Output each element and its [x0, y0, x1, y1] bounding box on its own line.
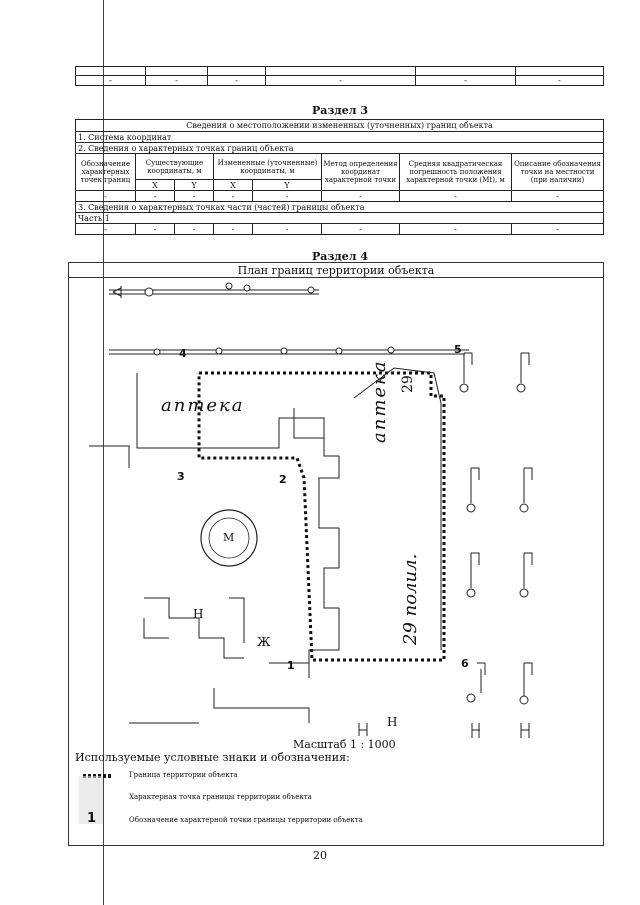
table-cell: - [399, 190, 512, 202]
col-header: Обозначение характерных точек границ [75, 153, 136, 191]
coordinate-system-row: 1. Система координат [74, 131, 605, 143]
table-cell: - [207, 75, 266, 86]
scale-label: Масштаб 1 : 1000 [291, 738, 398, 751]
table-cell: - [265, 75, 416, 86]
map-label-n: Н [387, 715, 398, 729]
plan-frame: План границ территории объекта [68, 262, 604, 846]
legend-title: Используемые условные знаки и обозначени… [75, 751, 350, 764]
table-cell: - [145, 75, 208, 86]
top-table: - - - - - - [75, 66, 604, 86]
section3-title: Сведения о местоположении измененных (ут… [74, 119, 605, 132]
map-label-29-polil: 29 полил. [400, 553, 421, 645]
map-label-apteka: аптека [369, 359, 390, 443]
section4-heading: Раздел 4 [312, 250, 368, 263]
table-cell: - [174, 223, 214, 235]
table-cell: - [321, 223, 400, 235]
binding-margin-line [103, 0, 104, 905]
table-cell: - [515, 75, 604, 86]
characteristic-points-row: 2. Сведения о характерных точках границ … [74, 142, 605, 154]
col-header: Метод определения координат характерной … [321, 153, 400, 191]
part-label: Часть 1 [74, 212, 605, 224]
table-cell: - [135, 190, 175, 202]
point-label-1: 1 [287, 659, 295, 672]
table-cell: - [510, 190, 605, 202]
section3-heading: Раздел 3 [312, 104, 368, 117]
map-label-m: М [223, 531, 235, 544]
point-label-3: 3 [177, 470, 185, 483]
table-cell: - [213, 223, 253, 235]
table-cell: - [75, 75, 146, 86]
table-cell: - [75, 190, 136, 202]
table-cell: - [75, 223, 136, 235]
table-cell: - [321, 190, 400, 202]
part-points-row: 3. Сведения о характерных точках части (… [74, 201, 605, 213]
point-label-5: 5 [454, 343, 462, 356]
col-header: Существующие координаты, м [135, 153, 214, 180]
table-cell: - [510, 223, 605, 235]
table-cell: - [213, 190, 253, 202]
legend-item-boundary: Граница территории объекта [129, 771, 238, 779]
col-subheader-x: X [135, 179, 175, 191]
map-label-apteka: аптека [161, 395, 245, 416]
map-label-29: 29 [400, 375, 416, 393]
legend-point-number: 1 [87, 811, 97, 826]
site-plan-map [89, 282, 533, 738]
section3-table: Сведения о местоположении измененных (ут… [74, 119, 605, 235]
col-header: Измененные (уточненные) координаты, м [213, 153, 322, 180]
page-number: 20 [313, 849, 327, 862]
legend-item-point-label: Обозначение характерной точки границы те… [129, 816, 363, 824]
point-label-4: 4 [179, 347, 187, 360]
legend-point-symbol [79, 776, 103, 824]
point-label-2: 2 [279, 473, 287, 486]
table-cell: - [135, 223, 175, 235]
table-cell: - [415, 75, 516, 86]
col-header: Средняя квадратическая погрешность полож… [399, 153, 512, 191]
col-subheader-x: X [213, 179, 253, 191]
table-cell: - [174, 190, 214, 202]
col-subheader-y: Y [174, 179, 214, 191]
map-label-zh: Ж [257, 635, 271, 649]
point-label-6: 6 [461, 657, 469, 670]
legend-item-point: Характерная точка границы территории объ… [129, 793, 312, 801]
table-cell: - [252, 190, 322, 202]
plan-title: План границ территории объекта [69, 264, 603, 278]
table-cell: - [252, 223, 322, 235]
table-cell: - [399, 223, 512, 235]
col-subheader-y: Y [252, 179, 322, 191]
col-header: Описание обозначения точки на местности … [510, 153, 605, 191]
map-label-n: Н [193, 607, 204, 621]
